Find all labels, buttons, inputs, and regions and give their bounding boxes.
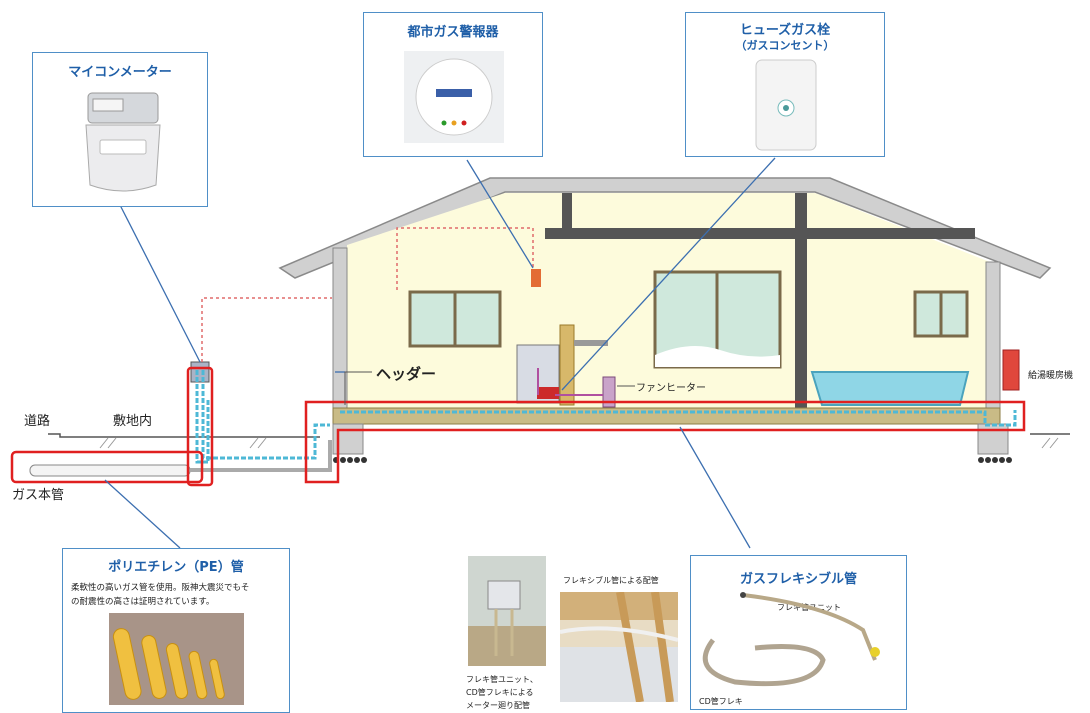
meter-piping-caption-1: フレキ管ユニット、 [466, 675, 538, 684]
premises-label: 敷地内 [113, 414, 153, 429]
header-pointer [344, 371, 372, 405]
flex-piping-photo [560, 592, 678, 702]
meter-piping-caption-3: メーター廻り配管 [466, 701, 530, 710]
meter-photo [85, 92, 161, 192]
flex-pipe-photo [702, 592, 880, 687]
water-heater [1002, 349, 1020, 391]
main-pipe-label: ガス本管 [12, 488, 65, 503]
pe-pipe-description-line1: 柔軟性の高いガス管を使用。阪神大震災でもそ [71, 583, 250, 593]
outlet-callout: ヒューズガス栓 （ガスコンセント） [685, 12, 885, 157]
ground-hatch [99, 437, 1059, 449]
meter-callout: マイコンメーター [32, 52, 208, 207]
purple-pipe [537, 368, 603, 396]
outlet-callout-subtitle: （ガスコンセント） [735, 39, 835, 52]
window-left [408, 290, 502, 348]
alarm-callout: 都市ガス警報器 [363, 12, 543, 157]
alarm-callout-title: 都市ガス警報器 [407, 25, 499, 40]
outlet-callout-title: ヒューズガス栓 [739, 23, 831, 38]
house-floor [332, 407, 1001, 425]
foundation-footing [333, 457, 1012, 463]
pe-pipe-callout: ポリエチレン（PE）管 柔軟性の高いガス管を使用。阪神大震災でもそ の耐震性の高… [62, 548, 290, 713]
ceiling-beam [545, 228, 975, 239]
cd-flex-label: CD管フレキ [699, 697, 743, 706]
foundation-right [977, 423, 1009, 455]
pe-pipe [190, 440, 332, 472]
road-label: 道路 [24, 414, 51, 429]
alarm-photo [404, 51, 504, 143]
window-right [913, 290, 969, 338]
outlet-photo [755, 59, 817, 151]
gas-alarm-device [531, 269, 541, 287]
meter-callout-title: マイコンメーター [68, 65, 172, 80]
dashed-route [201, 227, 534, 362]
kitchen-counter-post [559, 324, 575, 406]
flex-pipe-highlight [304, 400, 1026, 484]
post-left [562, 193, 572, 233]
bathtub [810, 371, 970, 406]
pe-pipe-callout-title: ポリエチレン（PE）管 [108, 560, 244, 575]
blue-flex-pipe [195, 370, 1017, 464]
header-label: ヘッダー [376, 365, 437, 383]
house-right-wall [985, 261, 1001, 413]
flex-piping-caption: フレキシブル管による配管 [563, 576, 659, 585]
flexible-pipe-callout: ガスフレキシブル管 フレキ管ユニット CD管フレキ [690, 555, 907, 710]
fan-heater-label: ファンヒーター [636, 383, 706, 394]
pe-pipe-photo [109, 613, 244, 705]
leader-lines [104, 157, 776, 549]
ground-line [48, 433, 320, 438]
pe-pipe-description-line2: の耐震性の高さは証明されています。 [71, 597, 215, 607]
meter-piping-caption-2: CD管フレキによる [466, 688, 534, 697]
flexible-pipe-callout-title: ガスフレキシブル管 [739, 572, 857, 587]
window-center [653, 270, 782, 369]
kitchen-hood [574, 340, 608, 346]
gas-outlet-unit [537, 387, 559, 399]
meter-pipe-highlight [186, 366, 214, 487]
fan-heater [602, 376, 616, 408]
post-right [795, 193, 807, 408]
gas-main-pipe [29, 464, 191, 477]
meter-piping-photo [468, 556, 546, 666]
fan-heater-pointer [617, 385, 635, 387]
gas-meter-device [190, 361, 210, 383]
water-heater-label: 給湯暖房機 [1028, 371, 1074, 381]
